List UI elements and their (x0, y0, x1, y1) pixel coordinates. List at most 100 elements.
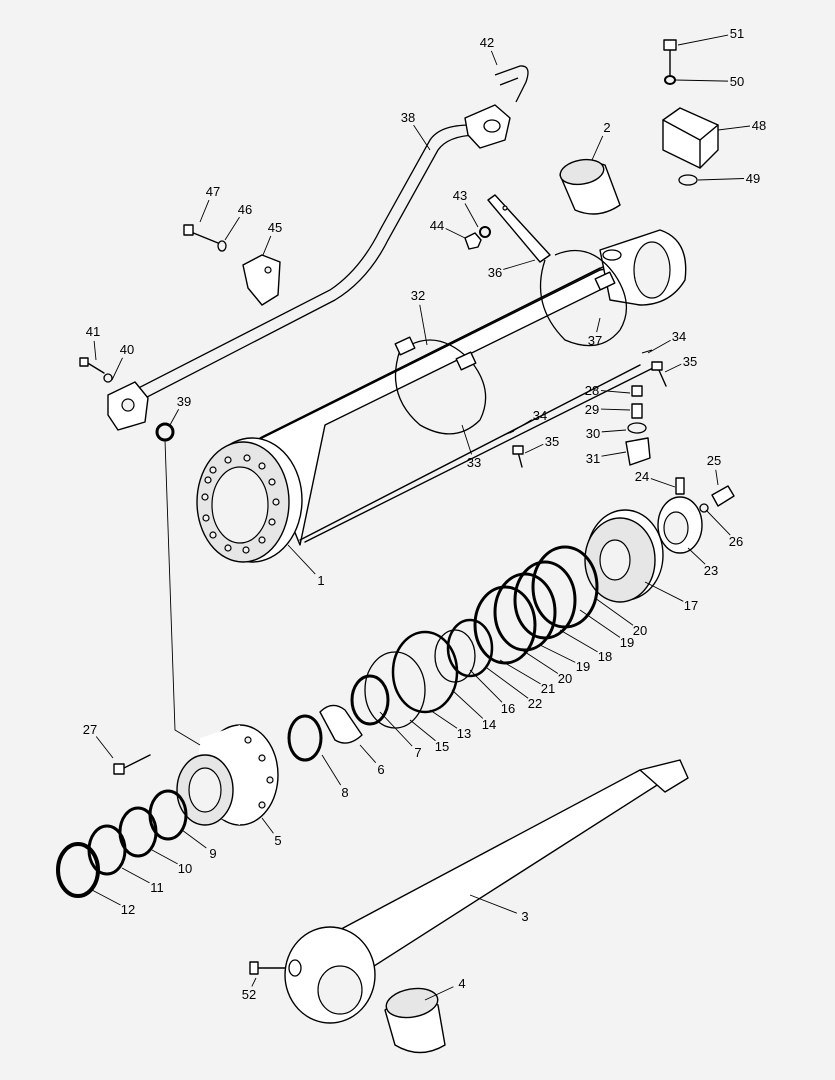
callout-label-c39: 39 (177, 394, 191, 409)
small-hardware (79, 39, 735, 513)
callout-label-c36: 36 (488, 265, 502, 280)
callout-leader-c46 (224, 216, 240, 241)
callout-leader-c21 (499, 659, 541, 685)
callout-leader-c9 (181, 829, 207, 849)
callout-leader-c40 (111, 357, 123, 381)
callout-label-c35a: 35 (683, 354, 697, 369)
callout-leader-c26 (705, 509, 731, 536)
callout-label-c14: 14 (482, 717, 496, 732)
callout-label-c31: 31 (586, 451, 600, 466)
callout-label-c46: 46 (238, 202, 252, 217)
callout-label-c4: 4 (458, 976, 465, 991)
callout-leader-c49 (697, 178, 745, 181)
callout-label-c7: 7 (414, 745, 421, 760)
callout-label-c32: 32 (411, 288, 425, 303)
callout-label-c45: 45 (268, 220, 282, 235)
callout-label-c9: 9 (209, 846, 216, 861)
callout-leader-c10 (151, 849, 178, 865)
callout-label-c8: 8 (341, 785, 348, 800)
callout-label-c24: 24 (635, 469, 649, 484)
callout-label-c38: 38 (401, 110, 415, 125)
callout-label-c18: 18 (598, 649, 612, 664)
callout-leader-c2 (591, 135, 604, 161)
callout-label-c22: 22 (528, 696, 542, 711)
callout-leader-c18 (559, 629, 598, 653)
callout-label-c6: 6 (377, 762, 384, 777)
callout-leader-c35b (524, 443, 544, 454)
callout-leader-c24 (650, 478, 676, 488)
callout-label-c21: 21 (541, 681, 555, 696)
callout-leader-c33 (461, 424, 472, 455)
callout-leader-c44 (445, 228, 466, 239)
callout-label-c15: 15 (435, 739, 449, 754)
callout-label-c29: 29 (585, 402, 599, 417)
callout-leader-c17 (644, 581, 684, 602)
callout-label-c30: 30 (586, 426, 600, 441)
callout-leader-c50 (674, 79, 729, 82)
callout-label-c42: 42 (480, 35, 494, 50)
callout-leader-c36 (503, 259, 536, 270)
callout-leader-c12 (91, 889, 121, 906)
callout-label-c23: 23 (704, 563, 718, 578)
callout-leader-c1 (287, 544, 316, 575)
callout-label-c5: 5 (274, 833, 281, 848)
callout-label-c51: 51 (730, 26, 744, 41)
callout-label-c49: 49 (746, 171, 760, 186)
callout-label-c47: 47 (206, 184, 220, 199)
callout-leader-c38 (413, 124, 431, 151)
callout-label-c43: 43 (453, 188, 467, 203)
callout-leader-c16 (469, 669, 503, 703)
callout-leader-c8 (321, 754, 342, 786)
clamp-band-front (394, 336, 487, 435)
callout-leader-c19a (579, 609, 621, 638)
callout-label-c27: 27 (83, 722, 97, 737)
callout-leader-c13 (429, 709, 458, 729)
callout-leader-c20a (594, 597, 634, 626)
callout-leader-c6 (359, 744, 377, 764)
tube-flange-bolt-holes (201, 454, 280, 554)
callout-label-c3: 3 (521, 909, 528, 924)
callout-leader-c3 (469, 894, 518, 914)
piston-rod (249, 759, 689, 1054)
callout-label-c19a: 19 (620, 635, 634, 650)
callout-leader-c34a (647, 339, 671, 354)
callout-label-c48: 48 (752, 118, 766, 133)
callout-leader-c43 (464, 203, 479, 228)
callout-label-c33: 33 (467, 455, 481, 470)
callout-leader-c34b (509, 419, 532, 434)
callout-leader-c28 (600, 390, 631, 394)
callout-label-c34b: 34 (533, 408, 547, 423)
callout-label-c50: 50 (730, 74, 744, 89)
callout-leader-c25 (715, 469, 719, 486)
cylinder-tube (196, 229, 687, 563)
callout-label-c41: 41 (86, 324, 100, 339)
callout-leader-c51 (677, 34, 729, 46)
callout-label-c40: 40 (120, 342, 134, 357)
callout-label-c34a: 34 (672, 329, 686, 344)
callout-leader-c42 (490, 50, 498, 66)
callout-leader-c35a (664, 363, 682, 373)
callout-label-c10: 10 (178, 861, 192, 876)
callout-leader-c29 (600, 408, 631, 411)
callout-leader-c7 (379, 711, 413, 747)
cylinder-head (56, 439, 279, 898)
callout-label-c13: 13 (457, 726, 471, 741)
callout-label-c16: 16 (501, 701, 515, 716)
callout-label-c52: 52 (242, 987, 256, 1002)
callout-leader-c20b (521, 649, 559, 674)
callout-leader-c15 (409, 719, 436, 742)
callout-leader-c32 (419, 304, 428, 346)
callout-leader-c23 (687, 547, 706, 565)
callout-leader-c47 (199, 199, 210, 223)
callout-leader-c14 (451, 689, 484, 719)
callout-leader-c19b (539, 644, 576, 663)
callout-label-c1: 1 (317, 573, 324, 588)
callout-leader-c41 (93, 340, 97, 361)
callout-label-c25: 25 (707, 453, 721, 468)
callout-leader-c11 (121, 867, 150, 884)
callout-leader-c39 (169, 409, 180, 426)
hydraulic-pipe (107, 65, 551, 431)
callout-leader-c5 (261, 817, 274, 834)
callout-leader-c27 (95, 736, 114, 759)
